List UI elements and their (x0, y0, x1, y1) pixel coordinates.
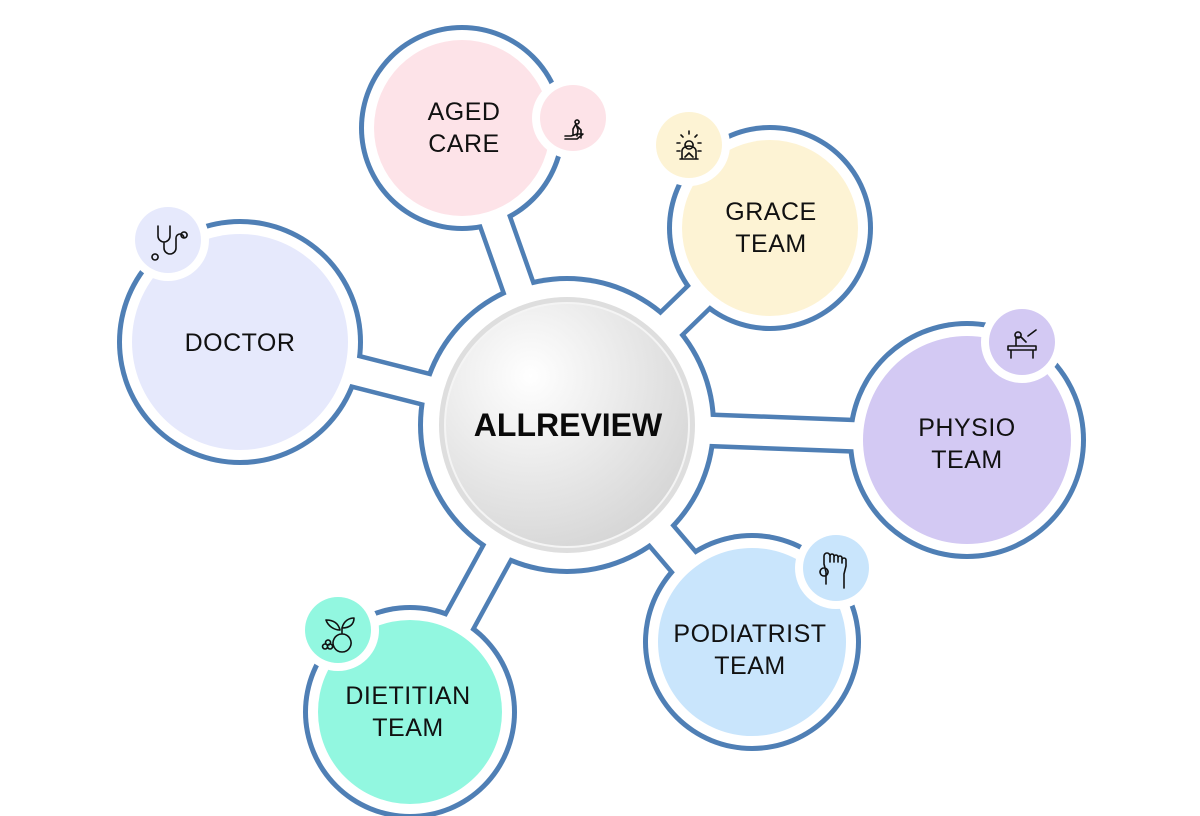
node-label-doctor: DOCTOR (184, 329, 296, 357)
badge-physio-team (989, 309, 1055, 375)
fruit-icon (321, 617, 355, 653)
node-dietitian-team (318, 620, 502, 804)
badge-podiatrist-team (803, 535, 869, 601)
node-physio-team (863, 336, 1071, 544)
node-podiatrist-team (658, 548, 846, 736)
node-doctor (132, 234, 348, 450)
massage-table-icon (1007, 329, 1037, 359)
center-node-label: ALLREVIEW (473, 407, 663, 443)
badge-grace-team (656, 112, 722, 178)
meditation-icon (676, 130, 702, 160)
center-node (444, 302, 690, 548)
node-aged-care (374, 40, 550, 216)
elderly-care-icon (564, 119, 584, 140)
node-grace-team (682, 140, 858, 316)
stethoscope-icon (151, 225, 188, 261)
badge-aged-care (540, 85, 606, 151)
foot-icon (819, 552, 847, 589)
